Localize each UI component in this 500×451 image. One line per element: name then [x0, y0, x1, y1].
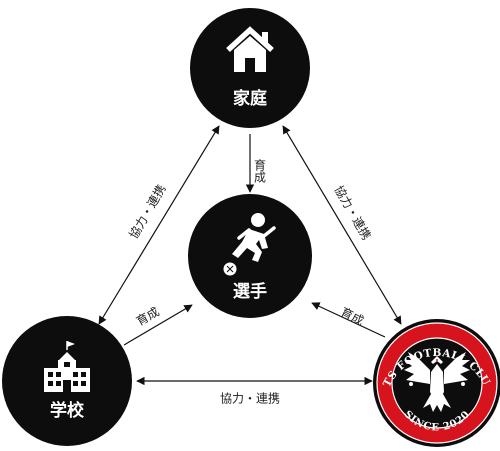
node-school: 学校 [2, 316, 132, 446]
edge-label-home-to-player: 育成 [253, 158, 267, 184]
edge-label-school-club: 協力・連携 [220, 391, 280, 406]
house-icon [226, 26, 274, 72]
school-building-icon [44, 341, 90, 392]
edge-label-club-to-player: 育成 [338, 304, 366, 328]
edge-label-home-school: 協力・連携 [126, 182, 169, 241]
edge-school-to-player [123, 304, 193, 346]
edge-home-school [98, 125, 220, 325]
soccer-player-icon [223, 213, 276, 276]
node-label-school: 学校 [50, 400, 85, 421]
phoenix-emblem-icon [404, 352, 470, 412]
node-player: 選手 [188, 194, 312, 318]
node-label-home: 家庭 [233, 88, 267, 109]
node-home: 家庭 [190, 8, 310, 128]
edge-club-to-player [311, 302, 386, 338]
edge-home-club [282, 125, 402, 325]
edges [98, 125, 402, 386]
node-label-player: 選手 [233, 281, 267, 302]
edge-label-home-club: 協力・連携 [331, 183, 374, 242]
